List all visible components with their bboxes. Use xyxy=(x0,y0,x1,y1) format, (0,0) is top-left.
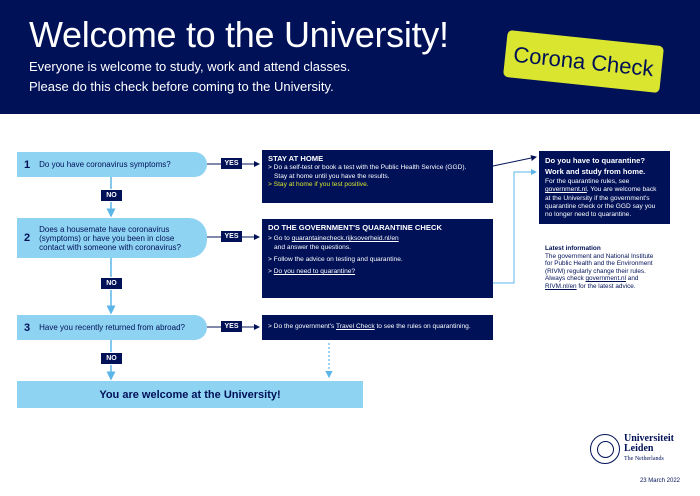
quarantine-check-link[interactable]: quarantainecheck.rijksoverheid.nl/en xyxy=(291,235,399,243)
university-logo-text: Universiteit Leiden The Netherlands xyxy=(624,434,674,464)
question-2-line-2: (symptoms) or have you been in close xyxy=(39,233,175,243)
no-tag-1: NO xyxy=(101,190,122,201)
stay-home-line-1: > Do a self-test or book a test with the… xyxy=(268,164,467,172)
logo-line-2: Leiden xyxy=(624,443,654,454)
latest-information: Latest information The government and Na… xyxy=(545,245,680,291)
rivm-link[interactable]: RIVM.nl/en xyxy=(545,282,577,290)
travel-check-suffix: to see the rules on quarantining. xyxy=(374,323,471,331)
no-tag-2: NO xyxy=(101,278,122,289)
logo-line-1: Universiteit xyxy=(624,433,674,444)
travel-check-box: > Do the government's Travel Check to se… xyxy=(262,315,493,340)
travel-check-link[interactable]: Travel Check xyxy=(336,323,375,331)
university-logo: Universiteit Leiden The Netherlands xyxy=(590,434,674,464)
stay-home-line-2: Stay at home until you have the results. xyxy=(274,172,390,180)
question-3-text: Have you recently returned from abroad? xyxy=(39,323,185,332)
quarantine-rules-line-4: quarantine check or the GGD say you xyxy=(545,202,656,210)
quarantine-rules-heading-1: Do you have to quarantine? xyxy=(545,156,645,165)
subtitle-line-2: Please do this check before coming to th… xyxy=(29,79,334,94)
quarantine-check-heading: DO THE GOVERNMENT'S QUARANTINE CHECK xyxy=(268,223,442,232)
latest-info-line-4: Always check government.nl and xyxy=(545,275,680,283)
question-2-box: 2 Does a housemate have coronavirus (sym… xyxy=(17,218,207,258)
question-2-line-3: contact with someone with coronavirus? xyxy=(39,242,181,252)
latest-information-heading: Latest information xyxy=(545,245,601,252)
quarantine-check-line-2: and answer the questions. xyxy=(274,243,351,251)
stay-home-line-3: > Stay at home if you test positive. xyxy=(268,180,369,188)
quarantine-rules-line-2: government.nl. You are welcome back xyxy=(545,186,664,194)
logo-line-3: The Netherlands xyxy=(624,456,664,462)
question-2-line-1: Does a housemate have coronavirus xyxy=(39,224,170,234)
quarantine-check-line-4-prefix: > xyxy=(268,268,274,276)
travel-check-prefix: > Do the government's xyxy=(268,323,337,331)
travel-check-text: > Do the government's Travel Check to se… xyxy=(268,323,471,331)
question-3-number: 3 xyxy=(24,321,31,334)
government-nl-link-2[interactable]: government.nl xyxy=(585,275,627,283)
welcome-box: You are welcome at the University! xyxy=(17,381,363,408)
quarantine-rules-heading-2: Work and study from home. xyxy=(545,167,646,176)
latest-info-line-5: RIVM.nl/en for the latest advice. xyxy=(545,283,680,291)
quarantine-check-line-1-prefix: > Go to xyxy=(268,235,292,243)
quarantine-check-line-4: > Do you need to quarantine? xyxy=(268,268,487,276)
question-2-number: 2 xyxy=(24,232,31,244)
stay-home-box: STAY AT HOME > Do a self-test or book a … xyxy=(262,150,493,203)
latest-info-line-2: for Public Health and the Environment xyxy=(545,260,653,268)
question-2-text: Does a housemate have coronavirus (sympt… xyxy=(39,225,181,252)
question-1-text: Do you have coronavirus symptoms? xyxy=(39,160,171,169)
university-seal-icon xyxy=(590,434,620,464)
quarantine-check-box: DO THE GOVERNMENT'S QUARANTINE CHECK > G… xyxy=(262,219,493,298)
quarantine-check-line-3: > Follow the advice on testing and quara… xyxy=(268,255,403,263)
yes-tag-3: YES xyxy=(221,321,242,332)
need-to-quarantine-link[interactable]: Do you need to quarantine? xyxy=(273,268,356,276)
latest-info-line-4-prefix: Always check xyxy=(545,275,586,283)
yes-tag-2: YES xyxy=(221,231,242,242)
quarantine-rules-line-3: at the University if the government's xyxy=(545,194,650,202)
question-1-box: 1 Do you have coronavirus symptoms? xyxy=(17,152,207,177)
stay-home-heading: STAY AT HOME xyxy=(268,154,324,163)
subtitle-line-1: Everyone is welcome to study, work and a… xyxy=(29,59,351,74)
latest-info-line-5-suffix: for the latest advice. xyxy=(576,282,636,290)
header-banner: Welcome to the University! Everyone is w… xyxy=(0,0,700,114)
government-nl-link-1[interactable]: government.nl xyxy=(545,186,587,194)
latest-info-line-3: (RIVM) regularly change their rules. xyxy=(545,267,646,275)
question-1-number: 1 xyxy=(24,158,31,171)
poster-date: 23 March 2022 xyxy=(639,478,680,484)
arrow-stay-home-quarantine xyxy=(492,155,537,167)
quarantine-rules-line-1: For the quarantine rules, see xyxy=(545,178,630,185)
quarantine-check-line-1: > Go to quarantainecheck.rijksoverheid.n… xyxy=(268,235,487,243)
latest-info-line-4-suffix: and xyxy=(626,275,639,283)
latest-info-line-1: The government and National Institute xyxy=(545,252,654,260)
quarantine-rules-box: Do you have to quarantine? Work and stud… xyxy=(539,151,670,224)
quarantine-rules-line-2-suffix: . You are welcome back xyxy=(586,186,657,194)
no-tag-3: NO xyxy=(101,353,122,364)
page-title: Welcome to the University! xyxy=(29,14,449,55)
question-3-box: 3 Have you recently returned from abroad… xyxy=(17,315,207,340)
quarantine-rules-line-5: no longer need to quarantine. xyxy=(545,211,632,219)
yes-tag-1: YES xyxy=(221,158,242,169)
